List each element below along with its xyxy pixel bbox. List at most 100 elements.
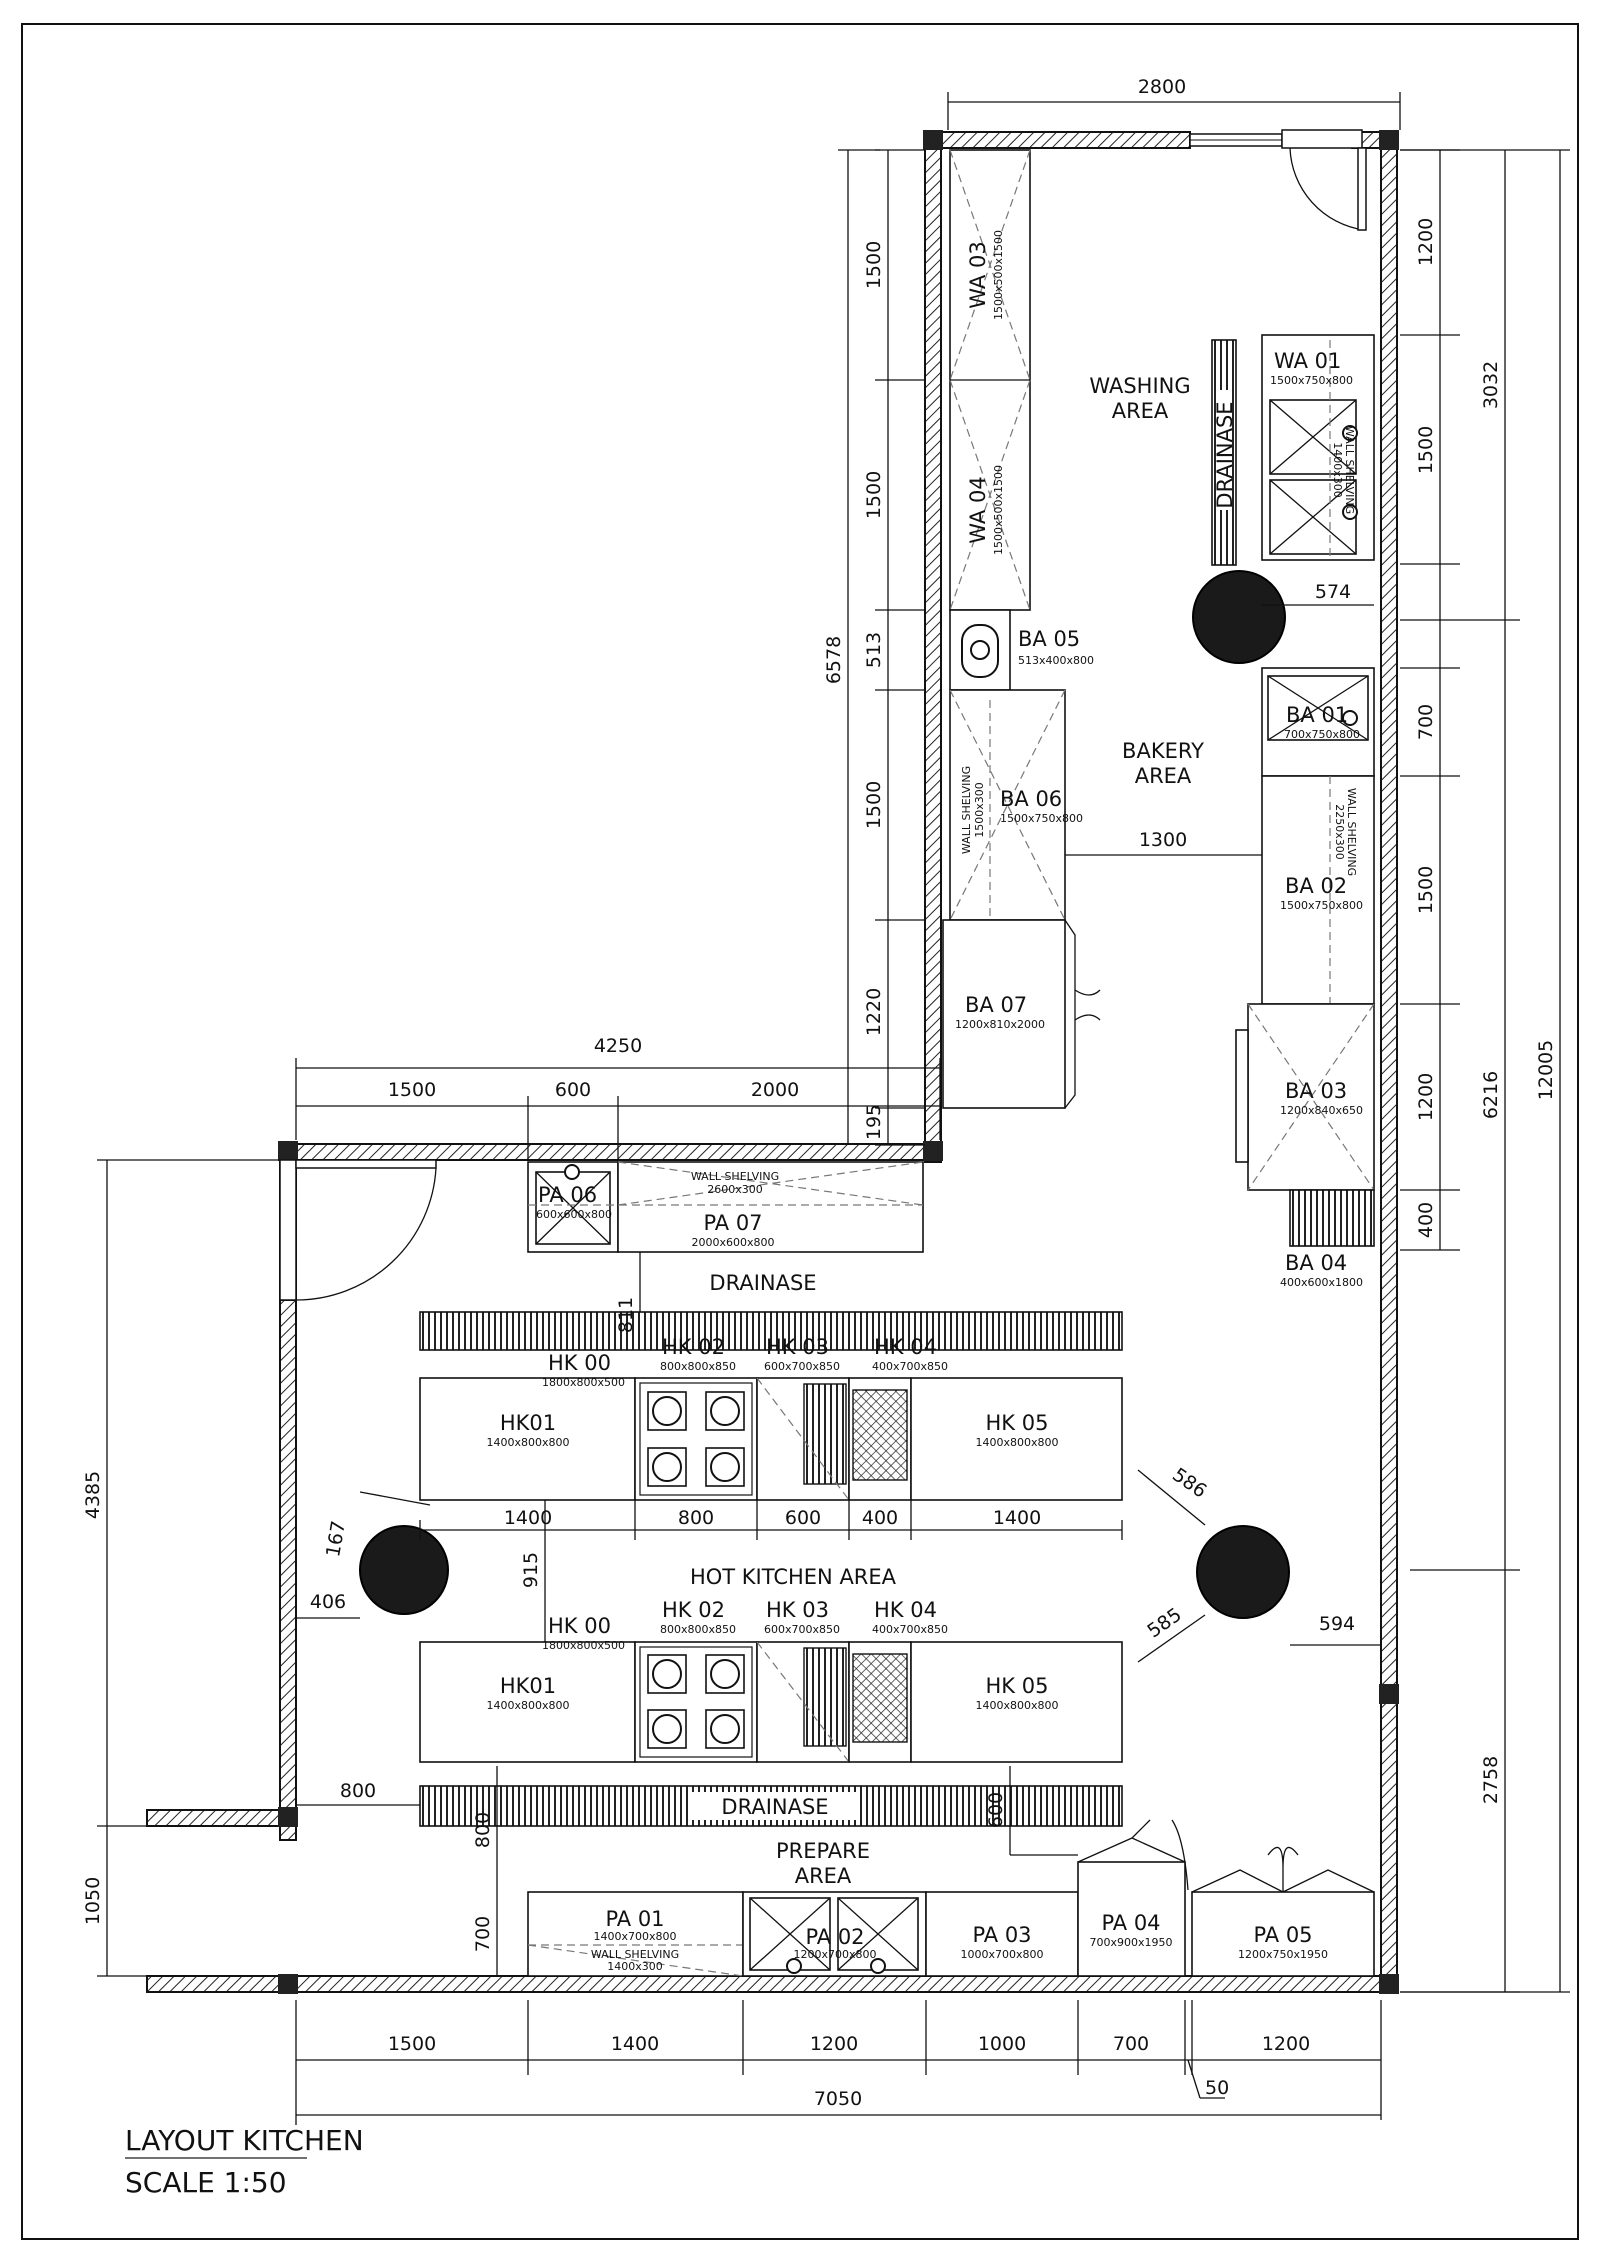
ba01-code: BA 01 (1286, 703, 1348, 727)
hk03-size-1: 600x700x850 (764, 1360, 840, 1373)
dim-right-total-2: 12005 (1535, 1040, 1557, 1100)
hk05-code-1: HK 05 (986, 1411, 1049, 1435)
wa-shelving-label: WALL SHELVING (1343, 426, 1356, 514)
dim-right-0: 1200 (1415, 218, 1437, 266)
window (1189, 133, 1283, 147)
dim-left-upper-1: 1500 (863, 471, 885, 519)
ba03-size: 1200x840x650 (1280, 1104, 1363, 1117)
hk00-size-2: 1800x800x500 (542, 1639, 625, 1652)
washing-drain-label: DRAINASE (1213, 401, 1237, 508)
ba07-code: BA 07 (965, 993, 1027, 1017)
wa-shelving-size: 1400x300 (1331, 442, 1344, 498)
drain-top-label: DRAINASE (709, 1271, 816, 1295)
dim-left-lower-1: 1050 (82, 1877, 104, 1925)
pa02-size: 1200x700x800 (793, 1948, 876, 1961)
prepare-label-2: AREA (795, 1864, 852, 1888)
ba05-code: BA 05 (1018, 627, 1080, 651)
hk04-size-2: 400x700x850 (872, 1623, 948, 1636)
prepare-label-1: PREPARE (776, 1839, 870, 1863)
dim-right-total-1: 6216 (1480, 1071, 1502, 1119)
pa-top-shelving-size: 2600x300 (707, 1183, 763, 1196)
washing-area-label-1: WASHING (1089, 374, 1190, 398)
drawing-scale: SCALE 1:50 (125, 2166, 287, 2199)
ba03-code: BA 03 (1285, 1079, 1347, 1103)
hk05-code-2: HK 05 (986, 1674, 1049, 1698)
dim-misc-9: 800 (340, 1780, 376, 1802)
bakery-area-label-1: BAKERY (1122, 739, 1204, 763)
wa03-size: 1500x500x1500 (992, 230, 1005, 320)
dim-bottom-2: 1200 (810, 2033, 858, 2055)
wa03-code: WA 03 (966, 241, 990, 308)
drain-bottom-label: DRAINASE (721, 1795, 828, 1819)
dim-right-1: 1500 (1415, 426, 1437, 474)
dim-left-upper-4: 1220 (863, 988, 885, 1036)
dim-misc-12: 700 (472, 1916, 494, 1952)
hk03-code-1: HK 03 (766, 1335, 829, 1359)
walls (146, 130, 1399, 1994)
wa04-code: WA 04 (966, 476, 990, 543)
dim-bottom-1: 1400 (611, 2033, 659, 2055)
dim-right-total-0: 3032 (1480, 361, 1502, 409)
ba06-size: 1500x750x800 (1000, 812, 1083, 825)
hk03-code-2: HK 03 (766, 1598, 829, 1622)
pa06-size: 600x600x800 (536, 1208, 612, 1221)
hk01-size-1: 1400x800x800 (486, 1436, 569, 1449)
bakery-area: WALL SHELVING 1500x300 BA 06 1500x750x80… (942, 667, 1375, 1289)
pa-bottom-shelving-size: 1400x300 (607, 1960, 663, 1973)
hk02-size-1: 800x800x850 (660, 1360, 736, 1373)
dim-hk-1: 800 (678, 1507, 714, 1529)
dim-right-total-3: 2758 (1480, 1756, 1502, 1804)
hk04-code-1: HK 04 (874, 1335, 937, 1359)
prep-wall-counter: PA 06 600x600x800 WALL SHELVING 2600x300… (527, 1161, 924, 1253)
dim-misc-8: 594 (1319, 1613, 1355, 1635)
dim-misc-6: 586 (1168, 1464, 1210, 1503)
hk01-code-2: HK01 (500, 1674, 556, 1698)
dim-misc-3: 915 (520, 1552, 542, 1588)
ba06-code: BA 06 (1000, 787, 1062, 811)
wa04-size: 1500x500x1500 (992, 465, 1005, 555)
hk00-code-1: HK 00 (548, 1351, 611, 1375)
column-left (359, 1525, 449, 1615)
dim-bottom-0: 1500 (388, 2033, 436, 2055)
prepare-area: PREPARE AREA PA 01 1400x700x800 WALL SHE… (527, 1819, 1375, 1977)
wa01-code: WA 01 (1274, 349, 1341, 373)
hk00-code-2: HK 00 (548, 1614, 611, 1638)
dim-top-width: 2800 (1138, 76, 1186, 98)
hk05-size-2: 1400x800x800 (975, 1699, 1058, 1712)
hot-kitchen-area: DRAINASE HK01 1400x800x800 HK 05 1400x80… (359, 1271, 1290, 1827)
dim-misc-5: 406 (310, 1591, 346, 1613)
dim-left-upper-3: 1500 (863, 781, 885, 829)
pa05-code: PA 05 (1253, 1923, 1312, 1947)
dim-bottom-5: 1200 (1262, 2033, 1310, 2055)
pa01-code: PA 01 (605, 1907, 664, 1931)
dim-mid-2: 600 (555, 1079, 591, 1101)
dim-mid-3: 2000 (751, 1079, 799, 1101)
hk02-code-2: HK 02 (662, 1598, 725, 1622)
dim-misc-7: 585 (1143, 1604, 1185, 1643)
hk03-size-2: 600x700x850 (764, 1623, 840, 1636)
dim-right-4: 1200 (1415, 1073, 1437, 1121)
dim-right-3: 1500 (1415, 866, 1437, 914)
dim-misc-1: 1300 (1139, 829, 1187, 851)
dim-left-upper-total: 6578 (823, 636, 845, 684)
pa01-size: 1400x700x800 (593, 1930, 676, 1943)
ba02-size: 1500x750x800 (1280, 899, 1363, 912)
ba02-code: BA 02 (1285, 874, 1347, 898)
dim-right-5: 400 (1415, 1202, 1437, 1238)
pa04-size: 700x900x1950 (1089, 1936, 1172, 1949)
hk01-code-1: HK01 (500, 1411, 556, 1435)
pa07-code: PA 07 (703, 1211, 762, 1235)
ba05-size: 513x400x800 (1018, 654, 1094, 667)
dim-misc-4: 167 (322, 1519, 350, 1559)
ba01-size: 700x750x800 (1284, 728, 1360, 741)
pa07-size: 2000x600x800 (691, 1236, 774, 1249)
dim-bottom-gap: 50 (1205, 2077, 1229, 2099)
sheet-border (21, 23, 1579, 2240)
pa04-code: PA 04 (1101, 1911, 1160, 1935)
ba07-size: 1200x810x2000 (955, 1018, 1045, 1031)
hk02-code-1: HK 02 (662, 1335, 725, 1359)
pa-bottom-shelving-label: WALL SHELVING (591, 1948, 679, 1961)
dim-bottom-3: 1000 (978, 2033, 1026, 2055)
wa01-size: 1500x750x800 (1270, 374, 1353, 387)
